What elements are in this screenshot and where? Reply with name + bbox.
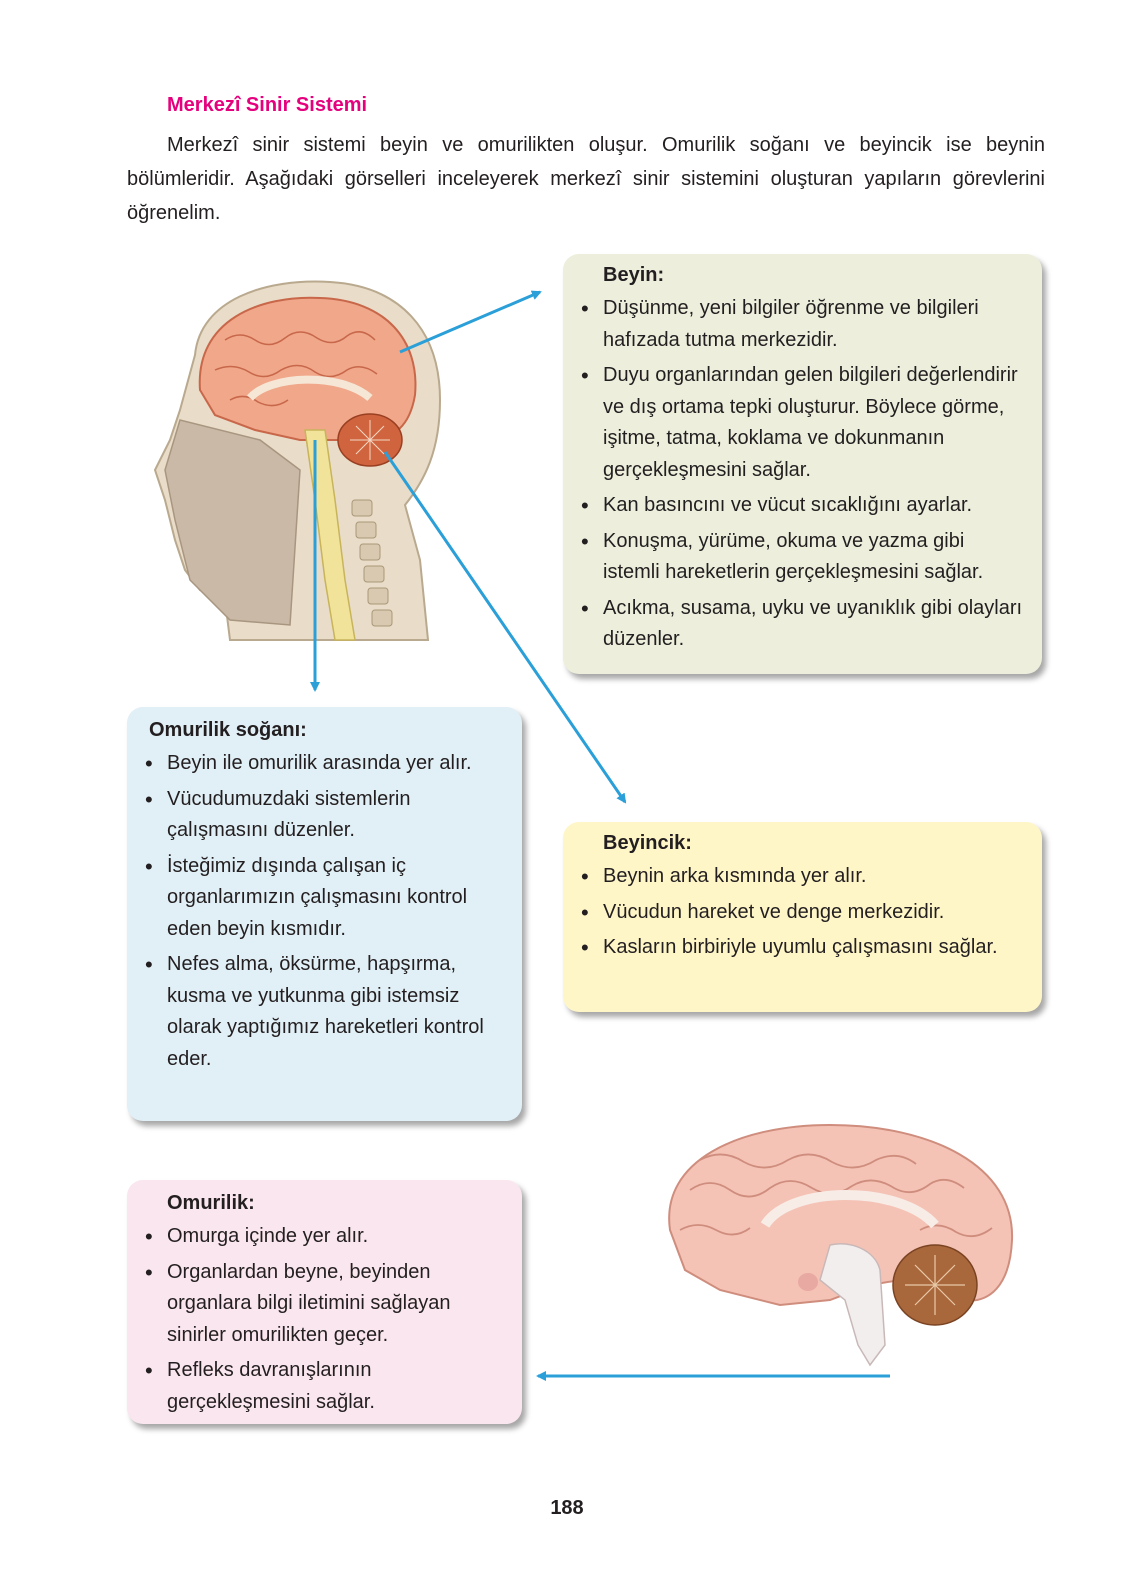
intro-paragraph: Merkezî sinir sistemi beyin ve omurilikt…: [127, 134, 1045, 224]
brain-model-corpus-callosum: [760, 1190, 939, 1229]
list-item: Nefes alma, öksürme, hapşırma, kusma ve …: [143, 949, 506, 1075]
list-item: Vücudun hareket ve denge merkezidir.: [579, 897, 1026, 929]
arrow-to-beyin: [399, 290, 542, 354]
corpus-callosum: [246, 375, 373, 402]
arrow-to-beyincik: [383, 451, 627, 804]
page-number: 188: [550, 1497, 584, 1519]
brain-model-brainstem: [819, 1243, 886, 1367]
list-item: Omurga içinde yer alır.: [143, 1221, 506, 1253]
omurilik-sogani-info-box: Omurilik soğanı: Beyin ile omurilik aras…: [127, 707, 522, 1121]
beyincik-list: Beynin arka kısmında yer alır. Vücudun h…: [579, 861, 1026, 964]
list-item: Düşünme, yeni bilgiler öğrenme ve bilgil…: [579, 293, 1026, 356]
beyincik-info-box: Beyincik: Beynin arka kısmında yer alır.…: [563, 822, 1042, 1012]
beyincik-title: Beyincik:: [603, 832, 692, 854]
list-item: Kasların birbiriyle uyumlu çalışmasını s…: [579, 932, 1026, 964]
omurilik-sogani-title: Omurilik soğanı:: [149, 719, 307, 741]
head-cross-section-illustration: [153, 280, 442, 641]
list-item: Kan basıncını ve vücut sıcaklığını ayarl…: [579, 490, 1026, 522]
list-item: Beynin arka kısmında yer alır.: [579, 861, 1026, 893]
face-tissue: [164, 419, 301, 626]
omurilik-title: Omurilik:: [167, 1192, 255, 1214]
beyin-list: Düşünme, yeni bilgiler öğrenme ve bilgil…: [579, 293, 1026, 656]
omurilik-list: Omurga içinde yer alır. Organlardan beyn…: [143, 1221, 506, 1418]
omurilik-info-box: Omurilik: Omurga içinde yer alır. Organl…: [127, 1180, 522, 1424]
brain-model-illustration: [668, 1123, 1014, 1367]
beyin-title: Beyin:: [603, 264, 665, 286]
list-item: Duyu organlarından gelen bilgileri değer…: [579, 360, 1026, 486]
list-item: Organlardan beyne, beyinden organlara bi…: [143, 1257, 506, 1352]
list-item: Refleks davranışlarının gerçekleşmesini …: [143, 1355, 506, 1418]
list-item: Acıkma, susama, uyku ve uyanıklık gibi o…: [579, 593, 1026, 656]
beyin-info-box: Beyin: Düşünme, yeni bilgiler öğrenme ve…: [563, 254, 1042, 674]
spinal-cord-shape: [304, 429, 356, 641]
omurilik-sogani-list: Beyin ile omurilik arasında yer alır. Vü…: [143, 748, 506, 1075]
list-item: İsteğimiz dışında çalışan iç organlarımı…: [143, 851, 506, 946]
section-heading: Merkezî Sinir Sistemi: [167, 94, 368, 116]
list-item: Beyin ile omurilik arasında yer alır.: [143, 748, 506, 780]
list-item: Konuşma, yürüme, okuma ve yazma gibi ist…: [579, 526, 1026, 589]
list-item: Vücudumuzdaki sistemlerin çalışmasını dü…: [143, 784, 506, 847]
